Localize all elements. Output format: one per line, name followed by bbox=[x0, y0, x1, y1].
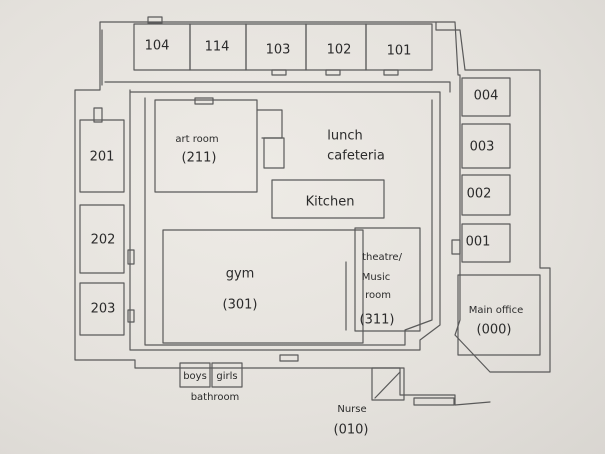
door-101 bbox=[383, 69, 399, 76]
gym-label: gym bbox=[225, 266, 255, 282]
door-left-3 bbox=[127, 309, 135, 323]
room-103-label: 103 bbox=[265, 42, 291, 58]
nurse-number: (010) bbox=[333, 422, 369, 438]
room-003-label: 003 bbox=[469, 139, 495, 155]
art-room-notch bbox=[256, 109, 283, 139]
room-104-label: 104 bbox=[144, 38, 170, 54]
room-004-box bbox=[461, 77, 511, 117]
kitchen-label: Kitchen bbox=[305, 194, 355, 210]
bathroom-label: bathroom bbox=[190, 392, 240, 403]
theatre-number: (311) bbox=[359, 312, 395, 328]
gym-number: (301) bbox=[222, 297, 258, 313]
nurse-diag bbox=[374, 371, 401, 399]
room-004-label: 004 bbox=[473, 88, 499, 104]
main-office-name: Main office bbox=[468, 305, 524, 316]
nurse-label: Nurse bbox=[337, 404, 367, 415]
main-office-box bbox=[457, 274, 541, 356]
room-002-label: 002 bbox=[466, 186, 492, 202]
room-202-label: 202 bbox=[90, 232, 116, 248]
room-102-label: 102 bbox=[326, 42, 352, 58]
room-001-box bbox=[461, 223, 511, 263]
art-room-door bbox=[194, 97, 214, 105]
main-office-number: (000) bbox=[476, 322, 512, 338]
room-201-label: 201 bbox=[89, 149, 115, 165]
corridor-top bbox=[104, 81, 451, 93]
bathroom-boys-box bbox=[179, 362, 211, 388]
corridor-line bbox=[144, 97, 433, 346]
door-left-1 bbox=[93, 107, 103, 123]
gym-box bbox=[162, 229, 364, 344]
theatre-line2: Music bbox=[361, 272, 391, 283]
door-102 bbox=[325, 69, 341, 76]
bathroom-boys-label: boys bbox=[183, 371, 207, 382]
room-003-box bbox=[461, 123, 511, 169]
room-114-label: 114 bbox=[204, 39, 230, 55]
room-002-box bbox=[461, 174, 511, 216]
art-room-number: (211) bbox=[181, 150, 217, 166]
inner-corridor bbox=[129, 89, 441, 351]
theatre-line3: room bbox=[365, 290, 391, 301]
door-top-left bbox=[147, 16, 163, 24]
door-left-2 bbox=[127, 249, 135, 265]
bathroom-girls-box bbox=[211, 362, 243, 388]
theatre-line1: theatre/ bbox=[362, 252, 402, 263]
lunch-label: lunch bbox=[327, 128, 363, 144]
art-room-box bbox=[154, 99, 258, 193]
room-202-box bbox=[79, 204, 125, 274]
door-bottom-1 bbox=[279, 354, 299, 362]
cafeteria-label: cafeteria bbox=[327, 148, 385, 164]
room-203-label: 203 bbox=[90, 301, 116, 317]
nurse-box bbox=[371, 367, 405, 401]
theatre-box bbox=[354, 227, 421, 332]
door-103 bbox=[271, 69, 287, 76]
bathroom-girls-label: girls bbox=[216, 371, 238, 382]
kitchen-box bbox=[271, 179, 385, 219]
door-bottom-2 bbox=[413, 397, 455, 406]
art-room-side bbox=[263, 137, 285, 169]
room-001-label: 001 bbox=[465, 234, 491, 250]
art-room-name: art room bbox=[175, 134, 219, 145]
room-101-box bbox=[365, 23, 433, 71]
room-203-box bbox=[79, 282, 125, 336]
building-outline bbox=[74, 21, 551, 406]
room-101-label: 101 bbox=[386, 43, 412, 59]
door-right-1 bbox=[451, 239, 461, 255]
